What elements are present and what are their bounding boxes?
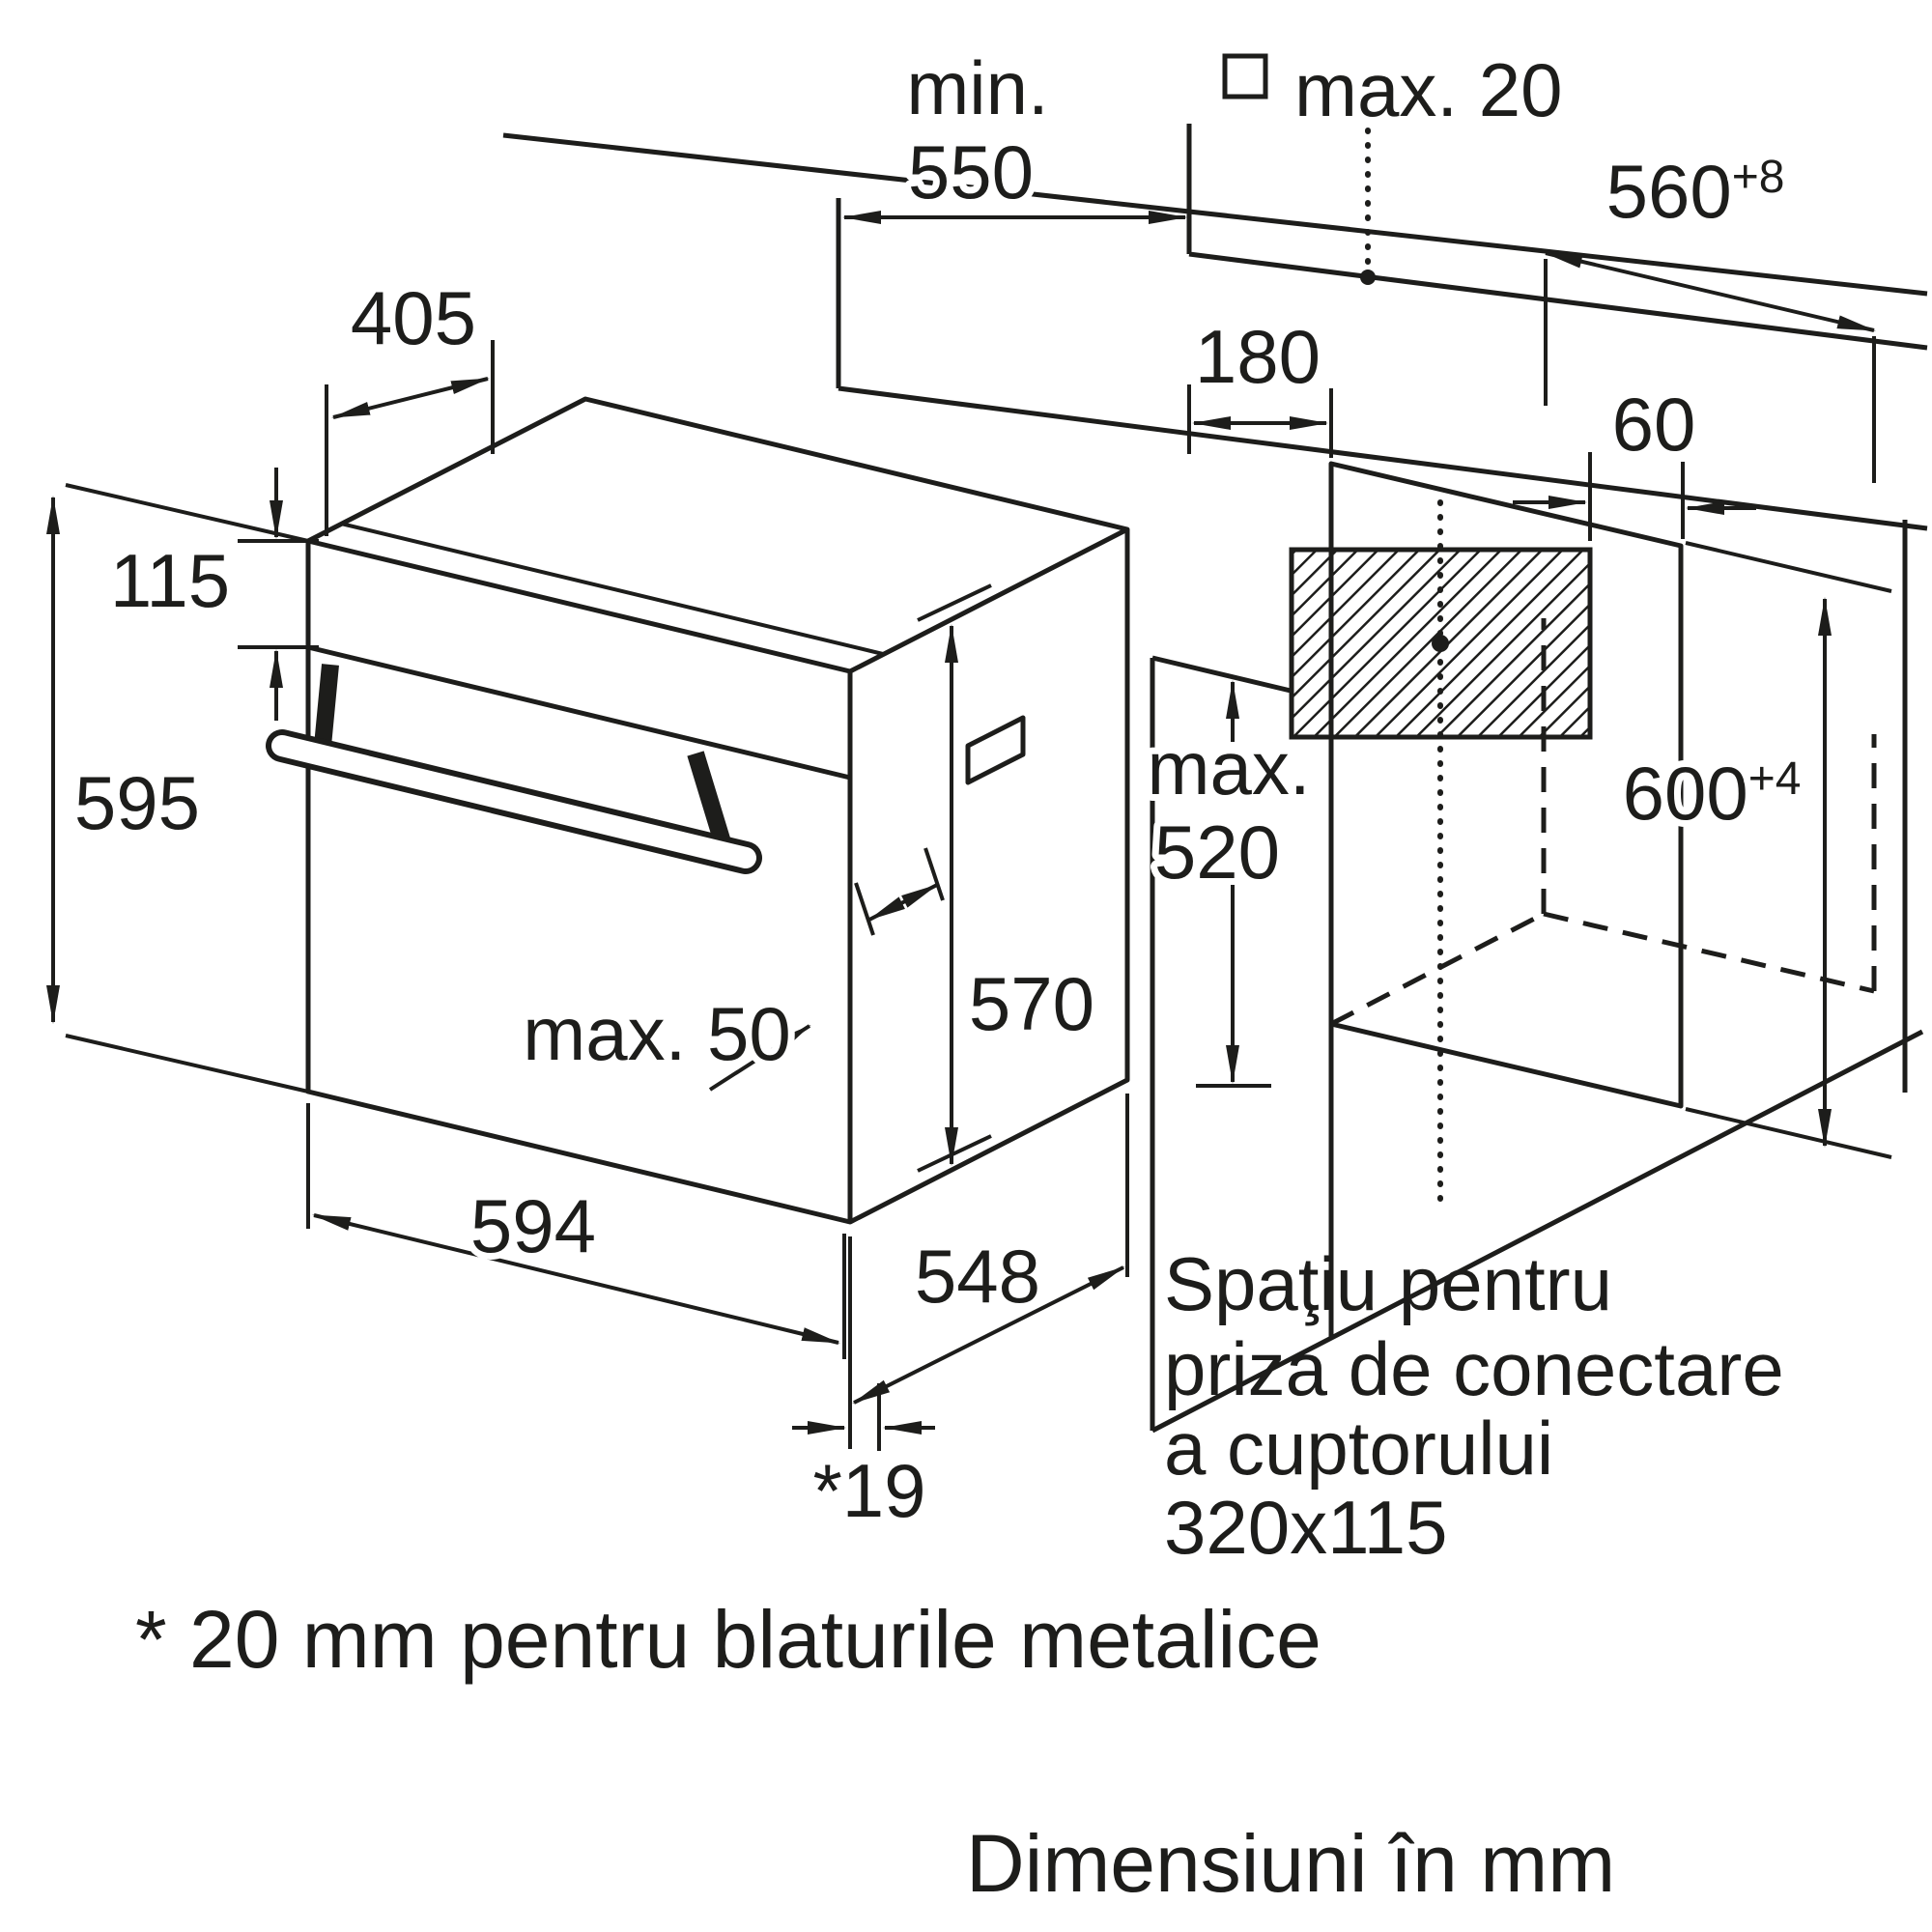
dim-niche-width-line xyxy=(1544,251,1876,332)
label-oven-width: 594 xyxy=(470,1183,596,1268)
oven-top-lip-line xyxy=(340,522,884,656)
dim-top-depth-line xyxy=(331,377,490,419)
label-top-depth: 405 xyxy=(351,275,476,360)
dim-body-depth-line xyxy=(852,1265,1125,1405)
socket-note-line4: 320x115 xyxy=(1164,1485,1448,1570)
worktop-lines xyxy=(502,124,1928,531)
dim-handle-leader xyxy=(708,1024,811,1092)
handle-bar-fill xyxy=(271,735,756,868)
label-max-depth-2: 520 xyxy=(1154,810,1280,895)
label-niche-height: 600+4 xyxy=(1623,751,1802,836)
label-max-depth-1: max. xyxy=(1147,725,1310,810)
dimensions-group: min. 550 max. 20 560+8 405 115 595 max. … xyxy=(46,39,1892,1540)
oven-group xyxy=(266,396,1130,1225)
label-niche-width: 560+8 xyxy=(1606,149,1785,234)
units-note: Dimensiuni în mm xyxy=(966,1818,1615,1909)
control-panel-line xyxy=(307,644,851,781)
dim-handle-arrows xyxy=(867,883,939,922)
label-min550-value: 550 xyxy=(908,129,1034,214)
dim-oven-width-ext xyxy=(306,1103,846,1359)
annotations-group: Spaţiu pentru priza de conectare a cupto… xyxy=(135,1241,1784,1909)
socket-note-line2: priza de conectare xyxy=(1164,1326,1784,1411)
cabinet-body-lines xyxy=(1150,520,1924,1434)
label-body-height: 570 xyxy=(969,961,1094,1046)
dim-niche-height-ext xyxy=(1685,541,1892,1159)
socket-center-dot xyxy=(1432,635,1449,652)
socket-note-line3: a cuptorului xyxy=(1164,1406,1553,1491)
dim-top-depth-ext xyxy=(325,340,495,536)
reference-dot xyxy=(1360,270,1376,285)
label-front-gap: *19 xyxy=(812,1448,925,1533)
label-socket-width: 60 xyxy=(1612,382,1696,467)
label-body-depth: 548 xyxy=(915,1234,1040,1319)
handle-brackets xyxy=(314,664,731,845)
dim-socket-offset-ext xyxy=(1187,384,1333,458)
note-square-symbol xyxy=(1222,53,1268,99)
oven-outline xyxy=(305,396,1130,1225)
label-handle-gap: max. 50 xyxy=(523,991,790,1076)
dim-oven-width-line xyxy=(312,1213,840,1345)
dim-handle-ticks xyxy=(854,847,945,936)
label-socket-offset: 180 xyxy=(1195,314,1321,399)
dim-socket-width-ext xyxy=(1588,452,1685,541)
socket-note-line1: Spaţiu pentru xyxy=(1164,1241,1612,1326)
footnote-metal-worktops: * 20 mm pentru blaturile metalice xyxy=(135,1594,1321,1685)
label-min550-prefix: min. xyxy=(906,45,1048,130)
dim-body-depth-ext xyxy=(848,1094,1129,1449)
dim-oven-height-ext xyxy=(65,483,309,1094)
dim-body-height-ticks xyxy=(917,583,992,1173)
cabinet-group xyxy=(502,53,1928,1434)
label-facia-height: 115 xyxy=(110,538,230,623)
label-oven-height: 595 xyxy=(74,760,200,845)
oven-side-vent xyxy=(965,715,1026,785)
niche-opening xyxy=(1328,461,1684,1109)
label-max20: max. 20 xyxy=(1294,47,1562,132)
